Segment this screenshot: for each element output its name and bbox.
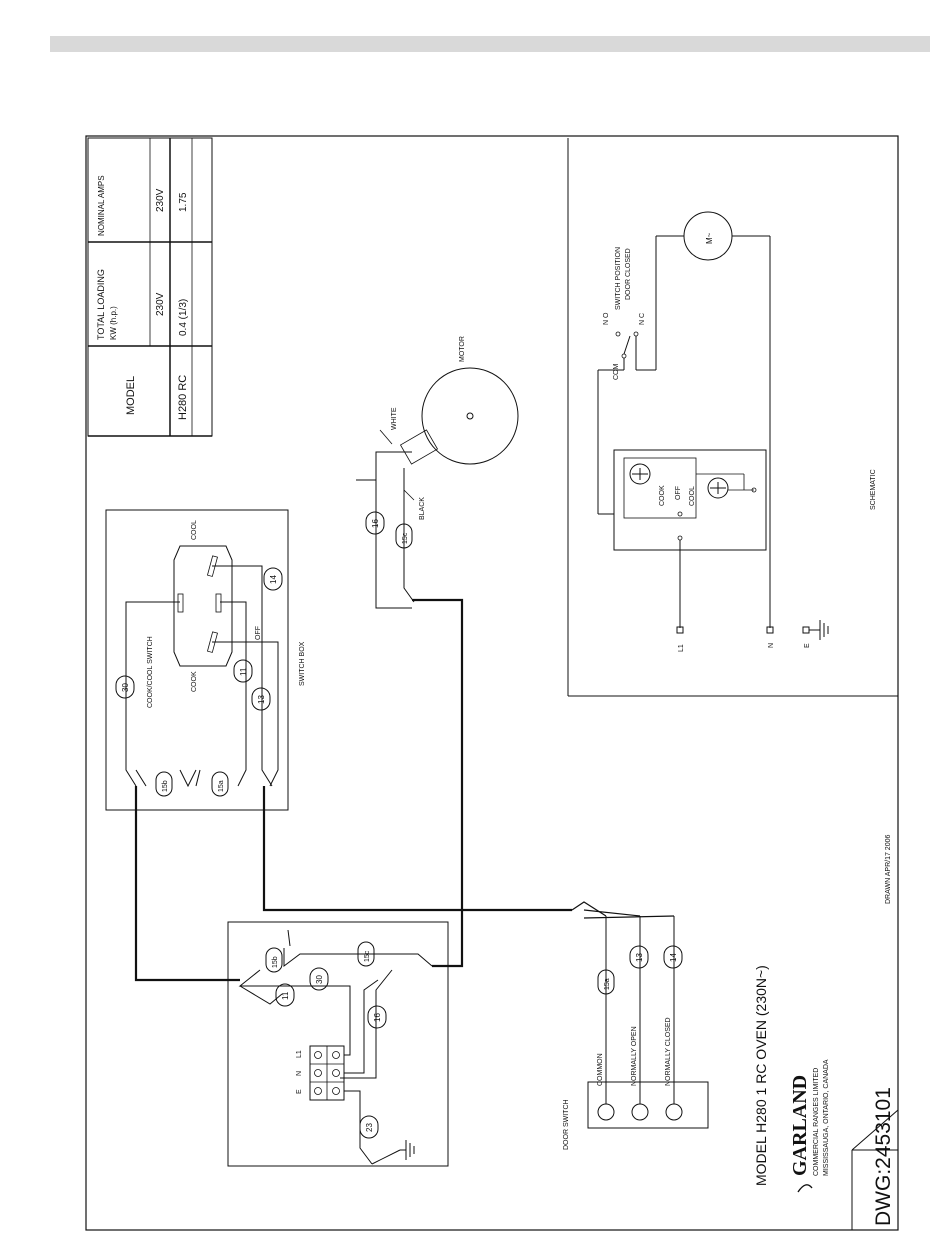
brand-logo: GARLAND	[789, 1075, 811, 1176]
company-line-2: MISSISSAUGA, ONTARIO, CANADA	[823, 1059, 830, 1176]
schematic-title: SCHEMATIC	[870, 469, 877, 510]
terminal-l1: L1	[296, 1050, 303, 1058]
schematic-switch-note-2: DOOR CLOSED	[625, 248, 632, 300]
wire-13b: 13	[635, 953, 644, 962]
table-model-header: MODEL	[125, 376, 137, 415]
schematic-off: OFF	[675, 486, 682, 500]
header-bar	[50, 36, 930, 52]
terminal-e: E	[296, 1089, 303, 1094]
table-loading-value: 0.4 (1/3)	[178, 299, 189, 336]
wire-15b-b: 15b	[272, 956, 279, 968]
switch-box-off: OFF	[255, 626, 262, 640]
table-loading-header-2: KW (h.p.)	[109, 306, 118, 340]
loading-table: MODEL TOTAL LOADING KW (h.p.) NOMINAL AM…	[87, 137, 213, 437]
terminal-box: L1 N E	[227, 921, 449, 1167]
schematic-n: N	[768, 643, 775, 648]
schematic-e: E	[804, 643, 811, 648]
wire-15c-a: 15c	[402, 532, 409, 544]
table-loading-voltage: 230V	[155, 292, 166, 316]
motor-white: WHITE	[391, 407, 398, 430]
company-line-1: COMMERCIAL RANGES LIMITED	[813, 1068, 820, 1176]
wire-15c-b: 15c	[364, 950, 371, 962]
wire-30a: 30	[121, 683, 130, 692]
wire-11b: 11	[281, 991, 290, 1000]
schematic-motor: M~	[705, 232, 714, 244]
switch-box-cook: COOK	[191, 671, 198, 692]
door-switch-title: DOOR SWITCH	[563, 1099, 570, 1150]
harness	[134, 598, 675, 982]
schematic-cook: COOK	[659, 485, 666, 506]
door-switch-normally-closed: NORMALLY CLOSED	[665, 1017, 672, 1086]
table-loading-header-1: TOTAL LOADING	[96, 269, 106, 340]
schematic-cool: COOL	[689, 486, 696, 506]
switch-box-title: SWITCH BOX	[299, 641, 306, 686]
motor: MOTOR WHITE BLACK	[356, 336, 519, 609]
schematic-com: COM	[613, 364, 620, 381]
wire-15a-a: 15a	[218, 780, 225, 792]
wire-14b: 14	[669, 953, 678, 962]
table-amps-voltage: 230V	[155, 188, 166, 212]
motor-icon	[421, 367, 519, 465]
table-amps-header: NOMINAL AMPS	[97, 175, 106, 236]
motor-black: BLACK	[419, 497, 426, 520]
switch-box: SWITCH BOX COOK/COOL SWITCH COOK OFF COO…	[105, 509, 306, 811]
terminal-n: N	[296, 1071, 303, 1076]
dwg-number: DWG:2453101	[872, 1087, 895, 1226]
switch-box-cool: COOL	[191, 520, 198, 540]
wire-15b-a: 15b	[162, 780, 169, 792]
title-block: DRAWN APR/17 2006 MODEL H280 1 RC OVEN (…	[753, 835, 899, 1230]
wire-11a: 11	[239, 667, 248, 676]
drawing-border	[85, 135, 899, 1231]
wire-16b: 16	[373, 1013, 382, 1022]
brand-swoosh-icon	[797, 1184, 813, 1193]
schematic-l1: L1	[678, 644, 685, 652]
schematic-no: N O	[603, 312, 610, 325]
wire-13a: 13	[257, 695, 266, 704]
drawn-date: DRAWN APR/17 2006	[885, 835, 892, 904]
wire-markers: 30 11 13 14 15b 15a 16 15c 15b 30 11 15c…	[115, 511, 683, 1139]
schematic: SCHEMATIC COOK OFF COOL N O N	[567, 138, 898, 697]
switch-box-switch-name: COOK/COOL SWITCH	[147, 636, 154, 708]
wire-23: 23	[365, 1123, 374, 1132]
schematic-switch-note-1: SWITCH POSITION	[615, 247, 622, 310]
door-switch: DOOR SWITCH COMMON NORMALLY OPEN NORMALL…	[563, 916, 709, 1150]
wire-15a-b: 15a	[604, 978, 611, 990]
model-title: MODEL H280 1 RC OVEN (230N~)	[753, 965, 769, 1186]
schematic-nc: N C	[639, 313, 646, 325]
table-amps-value: 1.75	[178, 192, 189, 212]
wire-30b: 30	[315, 975, 324, 984]
wire-16a: 16	[371, 519, 380, 528]
table-model-value: H280 RC	[177, 375, 189, 420]
wire-14a: 14	[269, 575, 278, 584]
motor-label: MOTOR	[459, 336, 466, 362]
door-switch-normally-open: NORMALLY OPEN	[631, 1026, 638, 1086]
door-switch-common: COMMON	[597, 1053, 604, 1086]
